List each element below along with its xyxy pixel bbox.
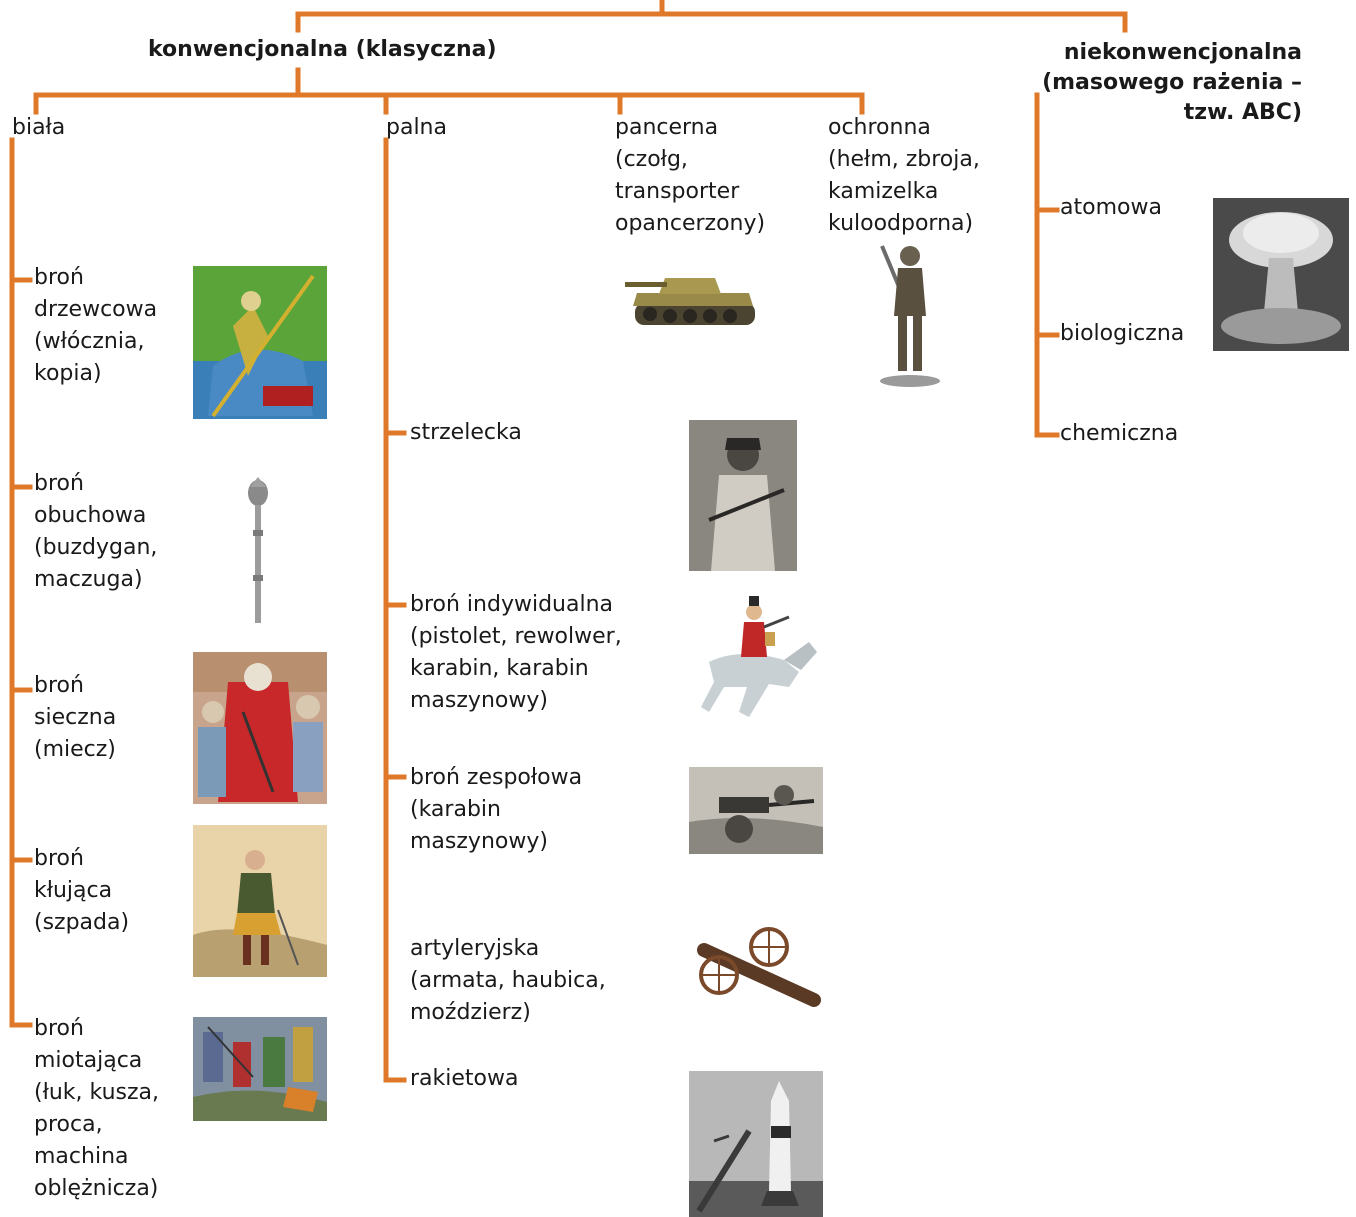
palna-item-indywidualna: broń indywidualna (pistolet, rewolwer, k… (410, 592, 622, 713)
medieval-sword-scene (193, 652, 327, 804)
armor-figurine (862, 236, 946, 388)
header-unconventional: niekonwencjonalna (masowego rażenia – tz… (1042, 40, 1302, 125)
biala-item-miotajaca: broń miotająca (łuk, kusza, proca, machi… (34, 1016, 159, 1201)
cannon (689, 925, 825, 1017)
machine-gun-photo (689, 767, 823, 854)
biala-item-obuchowa: broń obuchowa (buzdygan, maczuga) (34, 471, 158, 592)
mushroom-cloud-photo (1213, 198, 1349, 351)
tank (625, 268, 761, 336)
biala-item-klujaca: broń kłująca (szpada) (34, 846, 130, 935)
knight-joust-illustration (193, 266, 327, 419)
medieval-battle-scene (193, 1017, 327, 1121)
unconv-item-chemiczna: chemiczna (1060, 421, 1179, 446)
palna-item-rakietowa: rakietowa (410, 1066, 519, 1091)
rocket-launch-photo (689, 1071, 823, 1217)
category-palna: palna (386, 115, 447, 140)
biala-item-drzewcowa: broń drzewcowa (włócznia, kopia) (34, 265, 158, 386)
category-pancerna: pancerna (czołg, transporter opancerzony… (615, 115, 766, 236)
palna-item-zespolowa: broń zespołowa (karabin maszynowy) (410, 765, 583, 854)
category-biala: biała (12, 115, 66, 140)
biala-item-sieczna: broń sieczna (miecz) (34, 673, 117, 762)
category-ochronna: ochronna (hełm, zbroja, kamizelka kulood… (828, 115, 980, 236)
palna-item-artyleryjska: artyleryjska (armata, haubica, moździerz… (410, 936, 606, 1025)
cavalry-figurine (689, 592, 825, 722)
mace-weapon (245, 475, 271, 627)
header-conventional: konwencjonalna (klasyczna) (148, 37, 497, 62)
swordsman-portrait (193, 825, 327, 977)
rifleman-photo (689, 420, 797, 571)
palna-item-strzelecka: strzelecka (410, 420, 522, 445)
unconv-item-biologiczna: biologiczna (1060, 321, 1185, 346)
unconv-item-atomowa: atomowa (1060, 195, 1162, 220)
